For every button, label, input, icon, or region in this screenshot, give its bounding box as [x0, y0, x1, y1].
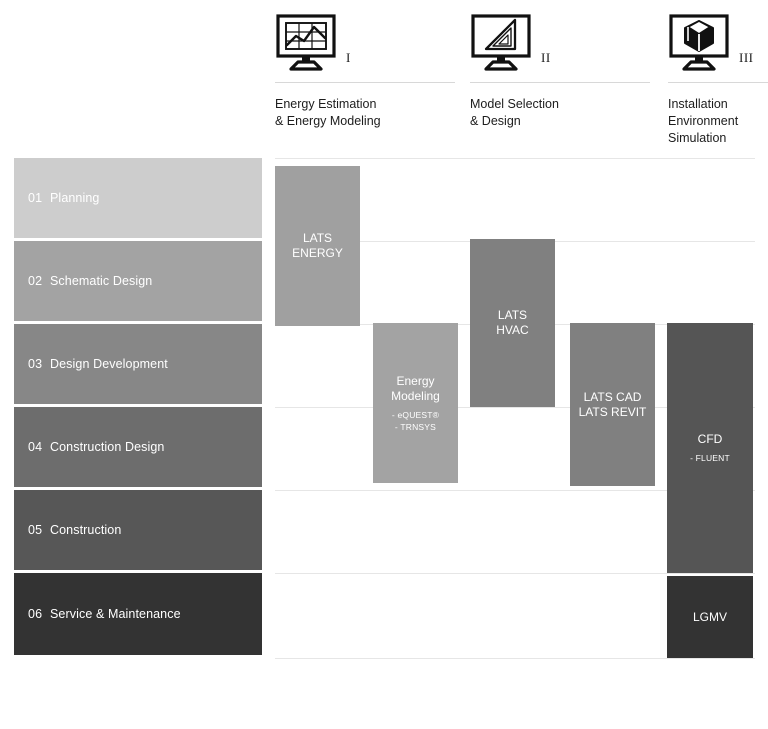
- bar-cfd[interactable]: CFD - FLUENT: [667, 323, 753, 573]
- gridline-3: [275, 407, 755, 408]
- phase-label: Planning: [50, 191, 100, 205]
- header-numeral: II: [541, 50, 551, 65]
- header-column-ii: II Model Selection & Design: [470, 0, 650, 130]
- bar-lats-hvac[interactable]: LATS HVAC: [470, 239, 555, 407]
- phase-row-02[interactable]: 02 Schematic Design: [14, 241, 262, 324]
- bar-subtitle: - eQUEST® - TRNSYS: [391, 409, 440, 432]
- bar-title: Energy Modeling: [391, 373, 440, 403]
- gridline-0: [275, 158, 755, 159]
- phase-row-03[interactable]: 03 Design Development: [14, 324, 262, 407]
- header-icon-row: III: [668, 0, 768, 72]
- header-icon-row: II: [470, 0, 650, 72]
- bar-lgmv[interactable]: LGMV: [667, 576, 753, 658]
- bar-title: LATS ENERGY: [292, 231, 343, 260]
- header-divider: [668, 82, 768, 83]
- header-column-i: I Energy Estimation & Energy Modeling: [275, 0, 455, 130]
- bar-subtitle: - FLUENT: [690, 453, 730, 463]
- phase-label: Design Development: [50, 357, 168, 371]
- phase-label: Service & Maintenance: [50, 607, 181, 621]
- header-label: Installation Environment Simulation: [668, 97, 739, 145]
- bar-energy-modeling[interactable]: Energy Modeling - eQUEST® - TRNSYS: [373, 323, 458, 483]
- monitor-cube-icon: [668, 14, 730, 72]
- phase-number: 02: [28, 274, 43, 288]
- gridline-4: [275, 490, 755, 491]
- phase-sidebar: 01 Planning 02 Schematic Design 03 Design Dev…: [14, 158, 262, 658]
- header-numeral: III: [739, 50, 754, 65]
- monitor-triangle-icon: [470, 14, 532, 72]
- phase-row-06[interactable]: 06 Service & Maintenance: [14, 573, 262, 655]
- header-divider: [275, 82, 455, 83]
- phase-row-05[interactable]: 05 Construction: [14, 490, 262, 573]
- monitor-chart-icon: [275, 14, 337, 72]
- phase-number: 05: [28, 523, 43, 537]
- phase-number: 04: [28, 440, 43, 454]
- phase-label: Construction Design: [50, 440, 165, 454]
- phase-row-04[interactable]: 04 Construction Design: [14, 407, 262, 490]
- gridline-5: [275, 573, 755, 574]
- header-label: Model Selection & Design: [470, 97, 559, 128]
- phase-label: Schematic Design: [50, 274, 153, 288]
- header-column-iii: III Installation Environment Simulation: [668, 0, 768, 147]
- bar-title: LGMV: [692, 609, 727, 624]
- phase-number: 06: [28, 607, 43, 621]
- header-icon-row: I: [275, 0, 455, 72]
- header-numeral: I: [346, 50, 351, 65]
- phase-label: Construction: [50, 523, 122, 537]
- phase-number: 03: [28, 357, 43, 371]
- bar-title: CFD: [697, 432, 723, 446]
- header-divider: [470, 82, 650, 83]
- bar-lats-cad-lats-revit[interactable]: LATS CAD LATS REVIT: [570, 323, 655, 486]
- bar-title: LATS HVAC: [496, 308, 529, 337]
- bar-lats-energy[interactable]: LATS ENERGY: [275, 166, 360, 326]
- timeline-chart: LATS ENERGY Energy Modeling - eQUEST® - TR…: [275, 158, 755, 659]
- bar-title: LATS CAD LATS REVIT: [578, 389, 647, 419]
- header-label: Energy Estimation & Energy Modeling: [275, 97, 381, 128]
- phase-row-01[interactable]: 01 Planning: [14, 158, 262, 241]
- gridline-6: [275, 658, 755, 659]
- phase-number: 01: [28, 191, 43, 205]
